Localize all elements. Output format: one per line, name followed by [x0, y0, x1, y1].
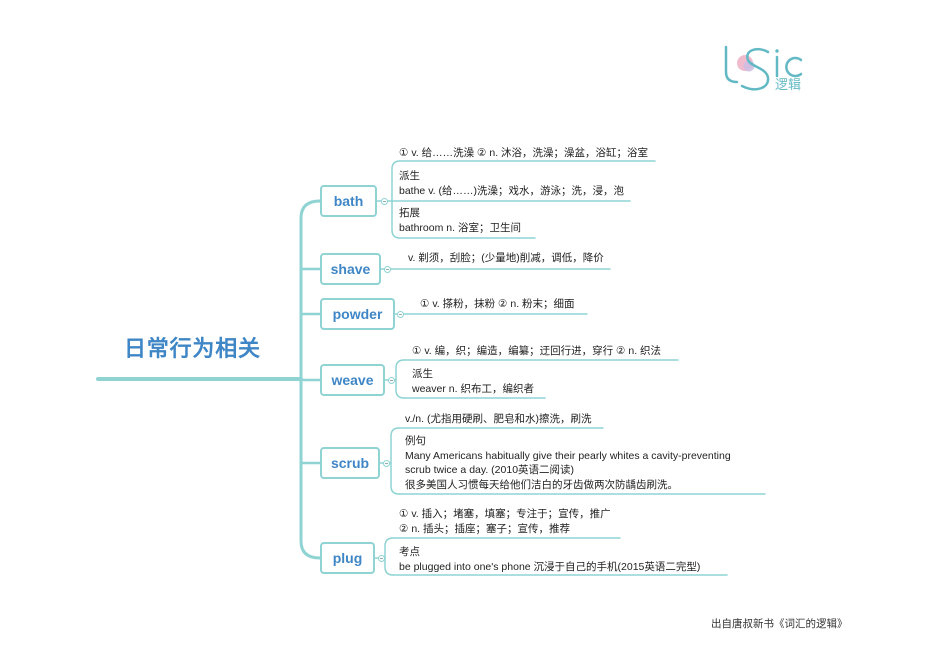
source-note: 出自唐叔新书《词汇的逻辑》: [711, 618, 848, 630]
subtopic-plug-exam-point[interactable]: 考点 be plugged into one's phone 沉浸于自己的手机(…: [399, 545, 700, 574]
logo-letter-g: [740, 48, 770, 91]
topic-powder[interactable]: powder: [320, 298, 395, 330]
topic-label: plug: [332, 550, 363, 566]
connector-bath-bracket: [391, 160, 401, 239]
subtopic-scrub-example[interactable]: 例句 Many Americans habitually give their …: [405, 434, 731, 492]
subtopic-text: v./n. (尤指用硬刷、肥皂和水)擦洗，刷洗: [405, 413, 592, 425]
connector-weave-bracket: [395, 359, 405, 399]
subtopic-text: Many Americans habitually give their pea…: [405, 449, 731, 462]
subtopic-text: bathe v. (给……)洗澡；戏水，游泳；洗，浸，泡: [399, 184, 624, 197]
connector-plug-bracket: [384, 537, 394, 576]
collapse-minus-icon[interactable]: [380, 197, 388, 205]
topic-label: weave: [331, 372, 374, 388]
connector-scrub-bracket: [390, 427, 400, 495]
subtopic-text: ① v. 搽粉，抹粉 ② n. 粉末；细面: [420, 298, 575, 310]
collapse-minus-icon[interactable]: [377, 554, 385, 562]
subtopic-bath-derivation[interactable]: 派生 bathe v. (给……)洗澡；戏水，游泳；洗，浸，泡: [399, 169, 624, 198]
subtopic-text: scrub twice a day. (2010英语二阅读): [405, 464, 575, 476]
topic-label: powder: [332, 306, 383, 322]
topic-label: bath: [333, 193, 364, 209]
collapse-minus-icon[interactable]: [383, 265, 391, 273]
collapse-minus-icon[interactable]: [382, 459, 390, 467]
subtopic-powder-meaning[interactable]: ① v. 搽粉，抹粉 ② n. 粉末；细面: [420, 297, 575, 312]
subtopic-text: ② n. 插头；插座；塞子；宣传，推荐: [399, 522, 571, 535]
subtopic-text: 很多美国人习惯每天给他们洁白的牙齿做两次防龋齿刷洗。: [405, 478, 678, 491]
subtopic-weave-meaning[interactable]: ① v. 编，织；编造，编纂；迂回行进，穿行 ② n. 织法: [412, 344, 661, 359]
subtopic-shave-meaning[interactable]: v. 剃须，刮脸；(少量地)削减，调低，降价: [408, 251, 604, 266]
topic-plug[interactable]: plug: [320, 542, 375, 574]
collapse-minus-icon[interactable]: [387, 376, 395, 384]
subtopic-label: 例句: [405, 435, 426, 447]
topic-scrub[interactable]: scrub: [320, 447, 380, 479]
central-topic[interactable]: 日常行为相关: [124, 336, 261, 361]
logo-letter-c: [785, 56, 803, 78]
collapse-minus-icon[interactable]: [396, 310, 404, 318]
topic-shave[interactable]: shave: [320, 253, 381, 285]
subtopic-scrub-meaning[interactable]: v./n. (尤指用硬刷、肥皂和水)擦洗，刷洗: [405, 412, 591, 427]
subtopic-bath-extension[interactable]: 拓展 bathroom n. 浴室；卫生间: [399, 206, 521, 235]
subtopic-label: 派生: [399, 170, 420, 182]
logo-subtitle: 逻辑: [775, 77, 801, 92]
logo-letter-i-dot: [775, 49, 779, 53]
subtopic-text: weaver n. 织布工，编织者: [412, 382, 534, 395]
topic-bath[interactable]: bath: [320, 185, 377, 217]
topic-label: scrub: [330, 455, 370, 471]
subtopic-text: be plugged into one's phone 沉浸于自己的手机(201…: [399, 560, 701, 573]
subtopic-label: 派生: [412, 368, 433, 380]
subtopic-text: v. 剃须，刮脸；(少量地)削减，调低，降价: [408, 252, 604, 264]
topic-weave[interactable]: weave: [320, 364, 385, 396]
subtopic-text: ① v. 编，织；编造，编纂；迂回行进，穿行 ② n. 织法: [412, 345, 662, 357]
subtopic-label: 考点: [399, 546, 420, 558]
subtopic-plug-meaning[interactable]: ① v. 插入；堵塞，填塞；专注于；宣传，推广 ② n. 插头；插座；塞子；宣传…: [399, 507, 611, 536]
subtopic-weave-derivation[interactable]: 派生 weaver n. 织布工，编织者: [412, 367, 534, 396]
subtopic-text: bathroom n. 浴室；卫生间: [399, 221, 521, 234]
logo-letter-l: [724, 45, 739, 84]
subtopic-label: 拓展: [399, 207, 420, 219]
topic-label: shave: [330, 261, 371, 277]
subtopic-text: ① v. 插入；堵塞，填塞；专注于；宣传，推广: [399, 508, 611, 520]
subtopic-text: ① v. 给……洗澡 ② n. 沐浴，洗澡；澡盆，浴缸；浴室: [399, 147, 649, 159]
subtopic-bath-meaning[interactable]: ① v. 给……洗澡 ② n. 沐浴，洗澡；澡盆，浴缸；浴室: [399, 146, 648, 161]
